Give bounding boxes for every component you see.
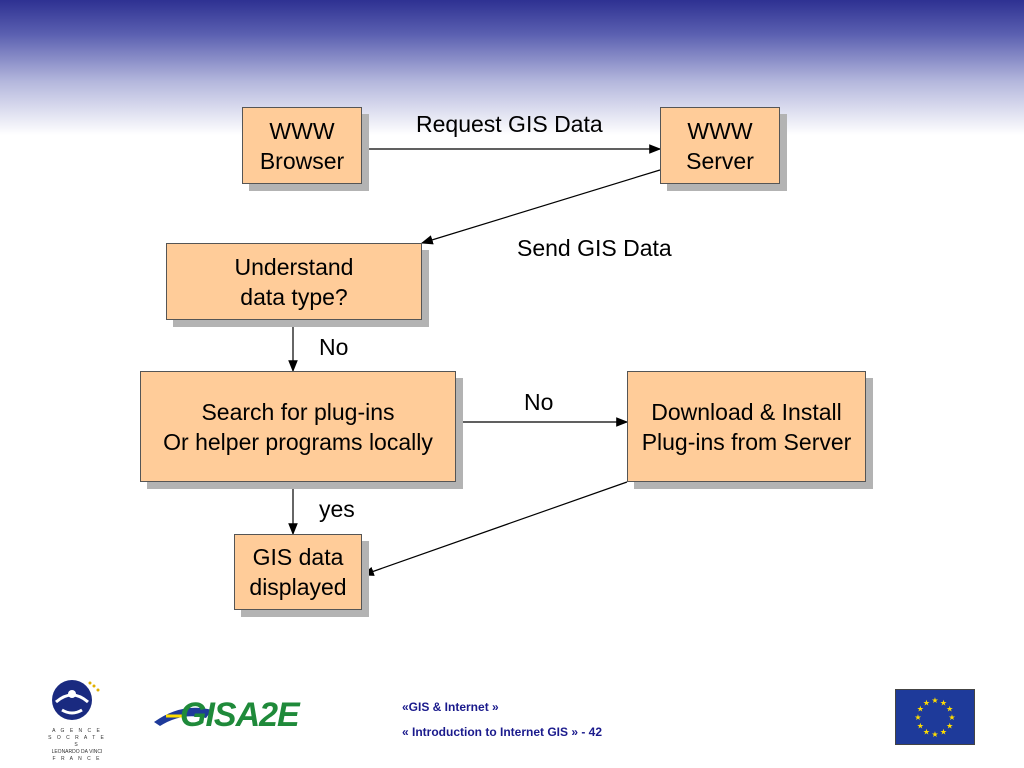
yes-label: yes: [319, 496, 355, 522]
gisa2e-logo-swoosh: [154, 707, 212, 726]
www-server-box: WWW Server: [660, 107, 780, 184]
eu-star-icon: ★: [946, 705, 953, 714]
eu-star-icon: ★: [923, 698, 930, 707]
www-browser-box: WWW Browser: [242, 107, 362, 184]
agency-text: A G E N C E S O C R A T E S LEONARDO DA …: [48, 728, 106, 762]
no-label-down: No: [319, 334, 349, 360]
download-line1: Download & Install: [651, 398, 842, 425]
search-line2: Or helper programs locally: [163, 428, 433, 455]
www-server-line2: Server: [686, 147, 754, 174]
understand-data-type-box: Understand data type?: [166, 243, 422, 320]
agence-socrates-logo: [52, 680, 100, 720]
eu-star-icon: ★: [917, 705, 924, 714]
eu-flag-icon: ★★★★★★★★★★★★: [895, 689, 975, 745]
eu-star-icon: ★: [914, 713, 921, 722]
gis-data-displayed-box: GIS data displayed: [234, 534, 362, 610]
eu-star-icon: ★: [923, 728, 930, 737]
download-install-box: Download & Install Plug-ins from Server: [627, 371, 866, 482]
arrow-download-to-displayed: [361, 481, 628, 576]
send-gis-data-label: Send GIS Data: [517, 235, 672, 261]
search-line1: Search for plug-ins: [201, 398, 395, 425]
understand-line1: Understand: [234, 253, 354, 280]
search-plugins-box: Search for plug-ins Or helper programs l…: [140, 371, 456, 482]
eu-star-icon: ★: [917, 722, 924, 731]
understand-line2: data type?: [240, 283, 348, 310]
footer-title: «GIS & Internet »: [402, 700, 499, 714]
gisa2e-logo-text: GISA2E: [180, 696, 300, 734]
eu-star-icon: ★: [931, 696, 938, 705]
www-browser-line1: WWW: [269, 117, 335, 144]
footer-subtitle-page: « Introduction to Internet GIS » - 42: [402, 725, 603, 739]
header-gradient: [0, 0, 1024, 135]
www-server-line1: WWW: [687, 117, 753, 144]
eu-star-icon: ★: [948, 713, 955, 722]
eu-star-icon: ★: [940, 728, 947, 737]
eu-stars: ★★★★★★★★★★★★: [914, 696, 955, 739]
download-line2: Plug-ins from Server: [641, 428, 852, 455]
request-gis-data-label: Request GIS Data: [416, 111, 603, 137]
displayed-line1: GIS data: [252, 544, 344, 570]
displayed-line2: displayed: [249, 574, 347, 600]
eu-star-icon: ★: [946, 722, 953, 731]
arrow-send: [420, 169, 661, 245]
no-label-right: No: [524, 389, 554, 415]
eu-star-icon: ★: [940, 698, 947, 707]
eu-star-icon: ★: [931, 730, 938, 739]
www-browser-line2: Browser: [259, 147, 345, 174]
